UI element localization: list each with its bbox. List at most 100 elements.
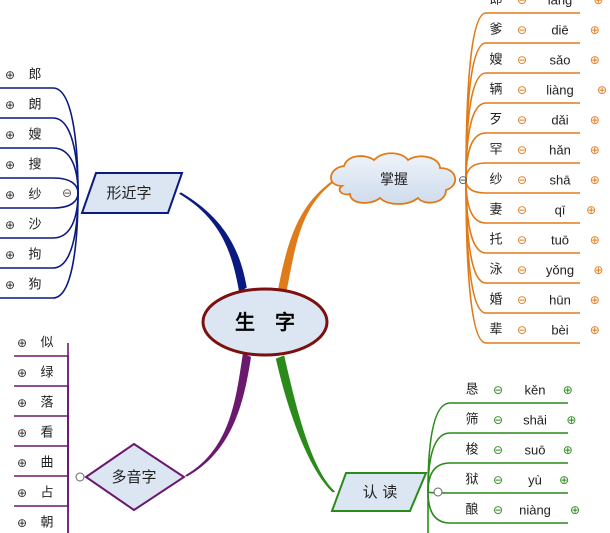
branch-duoyin [184,352,252,477]
expand-icon[interactable]: ⊕ [17,426,27,440]
zhangwo-char: 托 [489,233,502,248]
collapse-icon[interactable]: ⊖ [517,203,527,217]
rendu-pinyin: shāi [523,413,547,428]
collapse-icon[interactable]: ⊖ [517,263,527,277]
zhangwo-pinyin: hǎn [549,143,571,158]
expand-icon[interactable]: ⊕ [559,473,569,487]
collapse-icon[interactable]: ⊖ [62,186,72,200]
collapse-icon[interactable]: ⊖ [517,23,527,37]
expand-icon[interactable]: ⊕ [17,396,27,410]
branch-xingjin [178,192,247,293]
rendu-pinyin: yù [528,473,542,488]
xingjin-char: 搜 [28,158,41,173]
zhangwo-pinyin: yǒng [546,263,574,278]
expand-icon[interactable]: ⊕ [593,0,603,7]
expand-icon[interactable]: ⊕ [563,383,573,397]
expand-icon[interactable]: ⊕ [5,68,15,82]
collapse-handle[interactable] [75,472,85,482]
collapse-icon[interactable]: ⊖ [493,413,503,427]
zhangwo-char: 爹 [489,23,502,38]
collapse-icon[interactable]: ⊖ [458,173,468,187]
collapse-icon[interactable]: ⊖ [493,443,503,457]
duoyin-char: 占 [40,486,53,501]
expand-icon[interactable]: ⊕ [5,188,15,202]
collapse-icon[interactable]: ⊖ [493,473,503,487]
connector-zhangwo [465,179,580,344]
expand-icon[interactable]: ⊕ [590,323,600,337]
zhangwo-pinyin: qī [555,203,566,218]
rendu-char: 狱 [465,473,478,488]
connector-rendu [427,462,568,493]
collapse-icon[interactable]: ⊖ [517,53,527,67]
rendu-pinyin: kěn [525,383,546,398]
connector-xingjin [0,147,79,194]
node-duoyin[interactable] [84,442,186,512]
node-zhangwo[interactable] [330,152,456,205]
collapse-icon[interactable]: ⊖ [493,383,503,397]
collapse-handle[interactable] [433,487,443,497]
collapse-icon[interactable]: ⊖ [517,233,527,247]
expand-icon[interactable]: ⊕ [17,366,27,380]
expand-icon[interactable]: ⊕ [5,278,15,292]
duoyin-char: 朝 [40,516,53,531]
collapse-icon[interactable]: ⊖ [517,113,527,127]
collapse-icon[interactable]: ⊖ [517,143,527,157]
zhangwo-pinyin: tuō [551,233,569,248]
collapse-icon[interactable]: ⊖ [493,503,503,517]
zhangwo-char: 嫂 [489,53,502,68]
xingjin-char: 纱 [28,188,41,203]
xingjin-char: 朗 [28,98,41,113]
expand-icon[interactable]: ⊕ [17,516,27,530]
collapse-icon[interactable]: ⊖ [517,323,527,337]
expand-icon[interactable]: ⊕ [5,248,15,262]
expand-icon[interactable]: ⊕ [590,143,600,157]
zhangwo-char: 辈 [489,323,502,338]
zhangwo-char: 郎 [489,0,502,8]
collapse-icon[interactable]: ⊖ [517,293,527,307]
expand-icon[interactable]: ⊕ [586,203,596,217]
center-node[interactable] [201,287,329,357]
connector-rendu [427,491,568,494]
expand-icon[interactable]: ⊕ [597,83,607,97]
expand-icon[interactable]: ⊕ [5,158,15,172]
expand-icon[interactable]: ⊕ [563,443,573,457]
branch-zhangwo [277,179,337,294]
collapse-icon[interactable]: ⊖ [517,173,527,187]
node-xingjin[interactable] [80,172,184,214]
branch-rendu [275,355,336,493]
expand-icon[interactable]: ⊕ [5,128,15,142]
connector-zhangwo [465,132,580,181]
expand-icon[interactable]: ⊕ [17,336,27,350]
expand-icon[interactable]: ⊕ [590,53,600,67]
expand-icon[interactable]: ⊕ [590,293,600,307]
duoyin-char: 似 [40,336,53,351]
node-zhangwo-label: 掌握 [380,172,408,188]
expand-icon[interactable]: ⊕ [5,218,15,232]
xingjin-char: 沙 [28,218,41,233]
expand-icon[interactable]: ⊕ [5,98,15,112]
zhangwo-char: 辆 [489,83,502,98]
xingjin-char: 郎 [28,68,41,83]
expand-icon[interactable]: ⊕ [566,413,576,427]
node-rendu[interactable] [330,472,428,512]
zhangwo-pinyin: sǎo [550,53,571,68]
expand-icon[interactable]: ⊕ [593,263,603,277]
collapse-icon[interactable]: ⊖ [517,83,527,97]
collapse-icon[interactable]: ⊖ [517,0,527,7]
rendu-char: 梭 [465,442,478,458]
expand-icon[interactable]: ⊕ [17,456,27,470]
expand-icon[interactable]: ⊕ [570,503,580,517]
expand-icon[interactable]: ⊕ [590,113,600,127]
node-rendu-label: 认 读 [363,483,398,501]
expand-icon[interactable]: ⊕ [590,23,600,37]
expand-icon[interactable]: ⊕ [17,486,27,500]
duoyin-char: 看 [40,425,53,441]
zhangwo-pinyin: shā [550,173,572,188]
duoyin-char: 曲 [40,456,53,471]
rendu-char: 酿 [465,502,478,518]
connector-duoyin [14,475,69,477]
xingjin-char: 拘 [28,248,41,263]
expand-icon[interactable]: ⊕ [590,233,600,247]
expand-icon[interactable]: ⊕ [590,173,600,187]
